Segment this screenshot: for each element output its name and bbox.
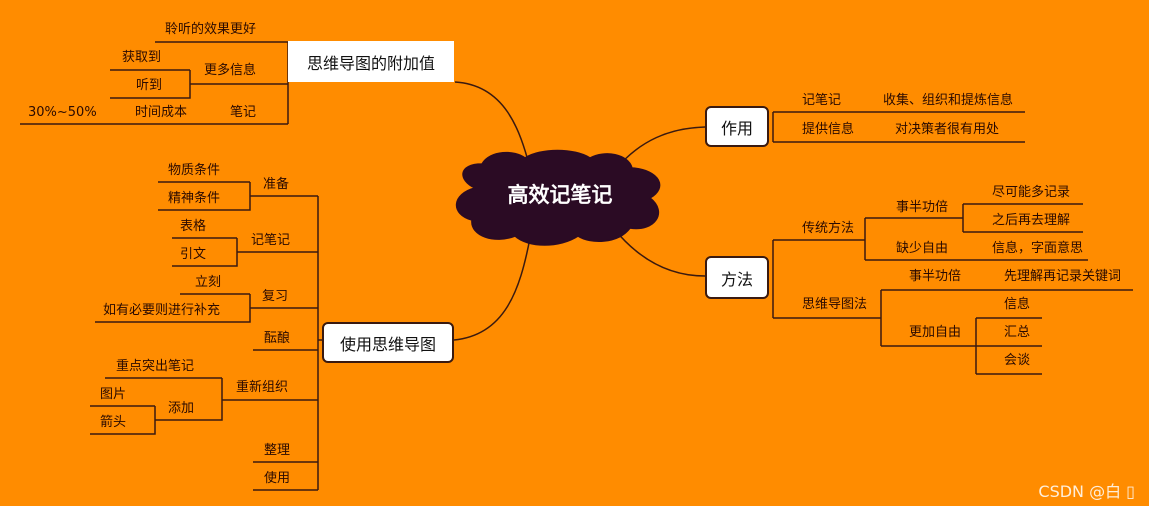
use-bracket-prep bbox=[158, 182, 251, 211]
branch-line-addon bbox=[454, 81, 531, 169]
role-box[interactable]: 作用 bbox=[705, 106, 769, 147]
use-prepare: 准备 bbox=[263, 177, 290, 192]
use-highlight: 重点突出笔记 bbox=[116, 359, 195, 374]
use-use: 使用 bbox=[264, 471, 291, 486]
branch-line-use bbox=[453, 237, 531, 341]
method-freer: 更加自由 bbox=[909, 325, 962, 340]
use-table: 表格 bbox=[180, 219, 207, 234]
use-add: 添加 bbox=[168, 401, 195, 416]
role-collect: 收集、组织和提炼信息 bbox=[883, 93, 1014, 108]
watermark: CSDN @白 ▯ bbox=[1038, 482, 1135, 501]
addon-get: 获取到 bbox=[122, 50, 162, 65]
method-lack-freedom: 缺少自由 bbox=[896, 241, 949, 256]
use-arrow: 箭头 bbox=[100, 415, 127, 430]
addon-hear: 听到 bbox=[136, 78, 163, 93]
use-material: 物质条件 bbox=[168, 163, 221, 178]
addon-percent: 30%~50% bbox=[28, 105, 97, 120]
role-provide-info: 提供信息 bbox=[802, 122, 855, 137]
method-meeting: 会谈 bbox=[1004, 353, 1031, 368]
use-supplement: 如有必要则进行补充 bbox=[103, 303, 221, 318]
method-info: 信息 bbox=[1004, 297, 1031, 312]
method-efficient: 事半功倍 bbox=[896, 200, 949, 215]
addon-notes: 笔记 bbox=[230, 105, 257, 120]
center-cloud bbox=[455, 149, 661, 246]
use-bracket-add bbox=[90, 406, 156, 435]
role-take-notes: 记笔记 bbox=[802, 93, 842, 108]
method-record-more: 尽可能多记录 bbox=[992, 185, 1071, 200]
use-picture: 图片 bbox=[100, 387, 127, 402]
method-mindmap: 思维导图法 bbox=[802, 297, 868, 312]
use-brew: 酝酿 bbox=[264, 331, 291, 346]
use-mental: 精神条件 bbox=[168, 191, 221, 206]
role-useful: 对决策者很有用处 bbox=[895, 122, 1000, 137]
addon-box[interactable]: 思维导图的附加值 bbox=[288, 41, 454, 82]
use-immediately: 立刻 bbox=[195, 275, 222, 290]
use-quote: 引文 bbox=[180, 247, 207, 262]
method-literal: 信息，字面意思 bbox=[992, 241, 1084, 256]
addon-more-info: 更多信息 bbox=[204, 63, 257, 78]
method-traditional: 传统方法 bbox=[802, 221, 855, 236]
addon-listen: 聆听的效果更好 bbox=[165, 22, 257, 37]
addon-bracket-more bbox=[110, 70, 191, 99]
use-bracket-reorg bbox=[155, 378, 223, 421]
use-take-notes: 记笔记 bbox=[251, 233, 291, 248]
use-bracket-review bbox=[95, 294, 251, 323]
method-understand-later: 之后再去理解 bbox=[992, 213, 1071, 228]
use-reorganize: 重新组织 bbox=[236, 380, 289, 395]
method-efficient-2: 事半功倍 bbox=[909, 269, 962, 284]
method-understand-first: 先理解再记录关键词 bbox=[1004, 269, 1122, 284]
use-review: 复习 bbox=[262, 289, 289, 304]
branch-line-method bbox=[614, 229, 706, 277]
use-tidy: 整理 bbox=[264, 443, 291, 458]
addon-time-cost: 时间成本 bbox=[135, 105, 188, 120]
center-topic[interactable]: 高效记笔记 bbox=[507, 183, 613, 207]
method-summary: 汇总 bbox=[1004, 325, 1031, 340]
use-box[interactable]: 使用思维导图 bbox=[322, 322, 454, 363]
method-box[interactable]: 方法 bbox=[705, 256, 769, 299]
use-bracket-notes bbox=[172, 238, 238, 267]
